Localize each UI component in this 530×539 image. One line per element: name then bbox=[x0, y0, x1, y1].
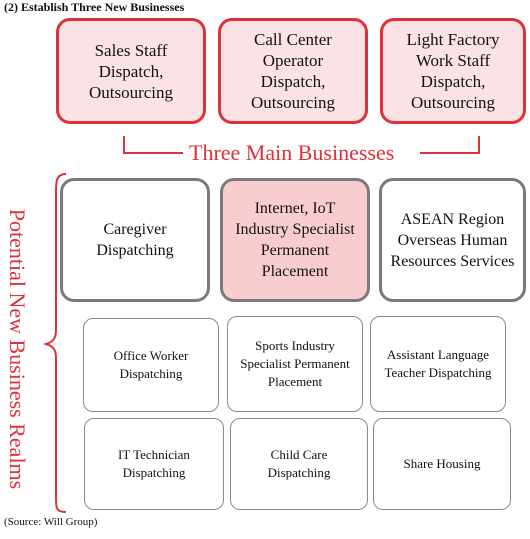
main-business-label: Call Center Operator Dispatch, Outsourci… bbox=[250, 30, 336, 112]
potential-label: Assistant Language Teacher Dispatching bbox=[384, 347, 492, 380]
potential-label: ASEAN Region Overseas Human Resources Se… bbox=[390, 210, 515, 270]
potential-it-technician: IT Technician Dispatching bbox=[84, 418, 224, 510]
potential-child-care: Child Care Dispatching bbox=[230, 418, 368, 510]
main-business-label: Light Factory Work Staff Dispatch, Outso… bbox=[406, 30, 500, 112]
main-business-sales: Sales Staff Dispatch, Outsourcing bbox=[56, 18, 206, 124]
potential-office-worker: Office Worker Dispatching bbox=[83, 318, 219, 412]
potential-internet-iot: Internet, IoT Industry Specialist Perman… bbox=[220, 178, 370, 302]
three-main-label: Three Main Businesses bbox=[189, 140, 395, 165]
potential-label: Internet, IoT Industry Specialist Perman… bbox=[235, 200, 355, 280]
potential-caregiver: Caregiver Dispatching bbox=[60, 178, 210, 302]
potential-asean: ASEAN Region Overseas Human Resources Se… bbox=[379, 178, 526, 302]
potential-label: Share Housing bbox=[403, 456, 481, 471]
potential-realms-label: Potential New Business Realms bbox=[5, 208, 30, 490]
potential-label: Office Worker Dispatching bbox=[113, 348, 189, 381]
main-business-call-center: Call Center Operator Dispatch, Outsourci… bbox=[218, 18, 368, 124]
main-business-light-factory: Light Factory Work Staff Dispatch, Outso… bbox=[380, 18, 526, 124]
potential-assistant-language-teacher: Assistant Language Teacher Dispatching bbox=[370, 316, 506, 412]
potential-sports-industry: Sports Industry Specialist Permanent Pla… bbox=[227, 316, 363, 412]
potential-label: Child Care Dispatching bbox=[267, 447, 331, 480]
potential-label: IT Technician Dispatching bbox=[118, 447, 190, 480]
potential-share-housing: Share Housing bbox=[373, 418, 511, 510]
three-main-bracket bbox=[123, 136, 480, 154]
potential-label: Sports Industry Specialist Permanent Pla… bbox=[240, 338, 350, 389]
potential-realms-brace bbox=[42, 173, 67, 513]
potential-label: Caregiver Dispatching bbox=[96, 221, 174, 259]
source-note: (Source: Will Group) bbox=[4, 516, 98, 528]
diagram-heading: (2) Establish Three New Businesses bbox=[4, 0, 185, 14]
main-business-label: Sales Staff Dispatch, Outsourcing bbox=[88, 40, 174, 102]
